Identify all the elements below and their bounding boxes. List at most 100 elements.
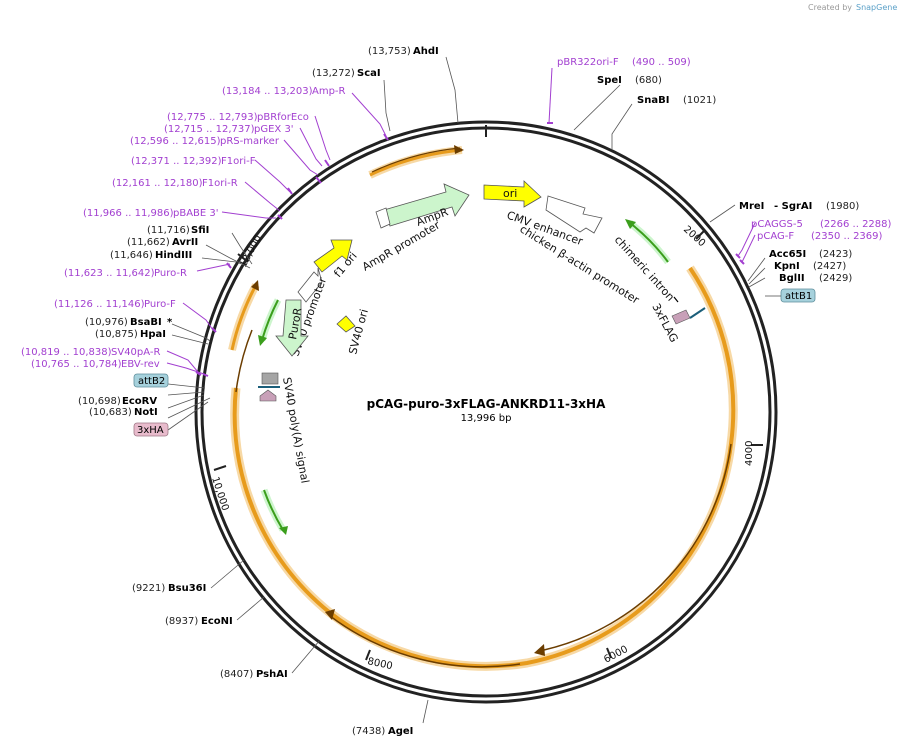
enzyme-scai: ScaI — [357, 68, 381, 79]
enzyme-kpni: KpnI — [774, 261, 800, 272]
enzyme-acc65i-pos: (2423) — [819, 249, 852, 260]
primer-ebv-rev: EBV-rev — [121, 359, 160, 370]
green-arrows — [258, 219, 671, 535]
enzyme-bsabi-pos: (10,976) — [85, 317, 128, 328]
enzyme-hindiii: HindIII — [155, 250, 192, 261]
f1ori-feature: f1 ori — [313, 239, 360, 280]
enzyme-scai-pos: (13,272) — [312, 68, 355, 79]
primer-ebv-rev-range: (10,765 .. 10,784) — [31, 359, 122, 370]
enzyme-agei: AgeI — [388, 726, 413, 737]
enzyme-hindiii-pos: (11,646) — [110, 250, 153, 261]
ampr-orf-arc — [228, 145, 464, 351]
primer-amp-r-range: (13,184 .. 13,203) — [222, 86, 313, 97]
primer-pcaggs-5: pCAGGS-5 — [751, 219, 803, 230]
enzyme-hpai: HpaI — [140, 329, 166, 340]
primer-pbr322ori-f: pBR322ori-F — [557, 57, 619, 68]
ha-box: 3xHA — [133, 422, 169, 437]
primer-f1ori-r: F1ori-R — [202, 178, 238, 189]
primer-pbrforeco-range: (12,775 .. 12,793) — [167, 112, 258, 123]
attb2-box: attB2 — [133, 373, 169, 388]
primer-prs-marker: pRS-marker — [220, 136, 280, 147]
primer-puro-f-range: (11,126 .. 11,146) — [54, 299, 145, 310]
primer-puro-r-range: (11,623 .. 11,642) — [64, 268, 155, 279]
svg-text:attB1: attB1 — [785, 291, 812, 302]
enzyme-kpni-pos: (2427) — [813, 261, 846, 272]
enzyme-avrii-pos: (11,662) — [127, 237, 170, 248]
enzyme-hpai-pos: (10,875) — [95, 329, 138, 340]
plasmid-size: 13,996 bp — [461, 413, 512, 424]
attb1-marker — [689, 307, 706, 319]
primer-puro-f: Puro-F — [144, 299, 176, 310]
primer-f1ori-f: F1ori-F — [221, 156, 256, 167]
ori-feature: ori — [483, 180, 542, 208]
enzyme-sfii: SfiI — [191, 225, 209, 236]
enzyme-acc65i: Acc65I — [769, 249, 806, 260]
primer-pgex3: pGEX 3' — [254, 124, 294, 135]
enzyme-mrei: MreI — [739, 201, 764, 212]
enzyme-spei-pos: (680) — [635, 75, 662, 86]
tick-4000: 4000 — [744, 441, 755, 466]
puror-feature: PuroR — [275, 299, 309, 357]
enzyme-bsu36i-pos: (9221) — [132, 583, 165, 594]
enzyme-ecorv-pos: (10,698) — [78, 396, 121, 407]
primer-sv40pa-r-range: (10,819 .. 10,838) — [21, 347, 112, 358]
plasmid-name: pCAG-puro-3xFLAG-ANKRD11-3xHA — [367, 397, 606, 411]
svg-text:3xHA: 3xHA — [137, 425, 164, 436]
primer-pcag-f: pCAG-F — [757, 231, 794, 242]
puror-label: PuroR — [286, 306, 304, 340]
ampr-promoter-label: AmpR promoter — [360, 218, 443, 273]
primer-pbabe3: pBABE 3' — [173, 208, 219, 219]
tick-8000: 8000 — [366, 656, 393, 672]
enzyme-sgrai: - SgrAI — [774, 201, 812, 212]
ankrd11-orf — [230, 265, 738, 671]
primer-sv40pa-r: SV40pA-R — [111, 347, 160, 358]
flag-feature: 3xFLAG — [649, 296, 691, 345]
primer-puro-r: Puro-R — [154, 268, 187, 279]
primer-pbabe3-range: (11,966 .. 11,986) — [83, 208, 174, 219]
attb1-box: attB1 — [780, 288, 816, 303]
enzyme-sfii-pos: (11,716) — [147, 225, 190, 236]
enzyme-ahdi: AhdI — [413, 46, 439, 57]
enzyme-avrii: AvrII — [172, 237, 198, 248]
primer-amp-r: Amp-R — [312, 86, 346, 97]
enzyme-agei-pos: (7438) — [352, 726, 385, 737]
ampr-feature: AmpR AmpR promoter — [360, 183, 470, 274]
sv40-ori-feature: SV40 ori — [336, 308, 371, 356]
primer-f1ori-f-range: (12,371 .. 12,392) — [131, 156, 222, 167]
enzyme-bsabi-star: * — [167, 317, 173, 328]
primer-prs-marker-range: (12,596 .. 12,615) — [130, 136, 221, 147]
primer-pbrforeco: pBRforEco — [257, 112, 309, 123]
tick-6000: 6000 — [602, 644, 630, 666]
primer-leaders — [166, 67, 756, 375]
enzyme-bsabi: BsaBI — [130, 317, 162, 328]
tick-marks — [213, 125, 763, 661]
enzyme-bsu36i: Bsu36I — [168, 583, 206, 594]
backbone — [194, 120, 778, 704]
enzyme-bglii-pos: (2429) — [819, 273, 852, 284]
enzyme-econi: EcoNI — [201, 616, 233, 627]
enzyme-pshai-pos: (8407) — [220, 669, 253, 680]
primer-labels: pBR322ori-F (490 .. 509) (13,184 .. 13,2… — [21, 57, 892, 370]
svg-text:attB2: attB2 — [138, 376, 165, 387]
enzyme-noti-pos: (10,683) — [89, 407, 132, 418]
primer-pbr322ori-f-range: (490 .. 509) — [632, 57, 691, 68]
primer-pcag-f-range: (2350 .. 2369) — [811, 231, 883, 242]
enzyme-econi-pos: (8937) — [165, 616, 198, 627]
enzyme-labels: (13,753) AhdI (13,272) ScaI SpeI (680) S… — [78, 46, 859, 737]
sv40-ori-label: SV40 ori — [346, 308, 371, 356]
enzyme-ecorv: EcoRV — [122, 396, 157, 407]
enzyme-spei: SpeI — [597, 75, 622, 86]
credit-prefix: Created by — [808, 3, 852, 12]
enzyme-snabi: SnaBI — [637, 95, 669, 106]
enzyme-noti: NotI — [134, 407, 158, 418]
enzyme-bglii: BglII — [779, 273, 805, 284]
enzyme-ahdi-pos: (13,753) — [368, 46, 411, 57]
sv40pa-label: SV40 poly(A) signal — [280, 376, 311, 484]
sv40pa-feature: SV40 poly(A) signal — [258, 372, 312, 484]
primer-pgex3-range: (12,715 .. 12,737) — [164, 124, 255, 135]
primer-pcaggs-5-range: (2266 .. 2288) — [820, 219, 892, 230]
enzyme-pshai: PshAI — [256, 669, 288, 680]
primer-marks — [195, 122, 745, 377]
credit-brand: SnapGene — [856, 3, 897, 12]
